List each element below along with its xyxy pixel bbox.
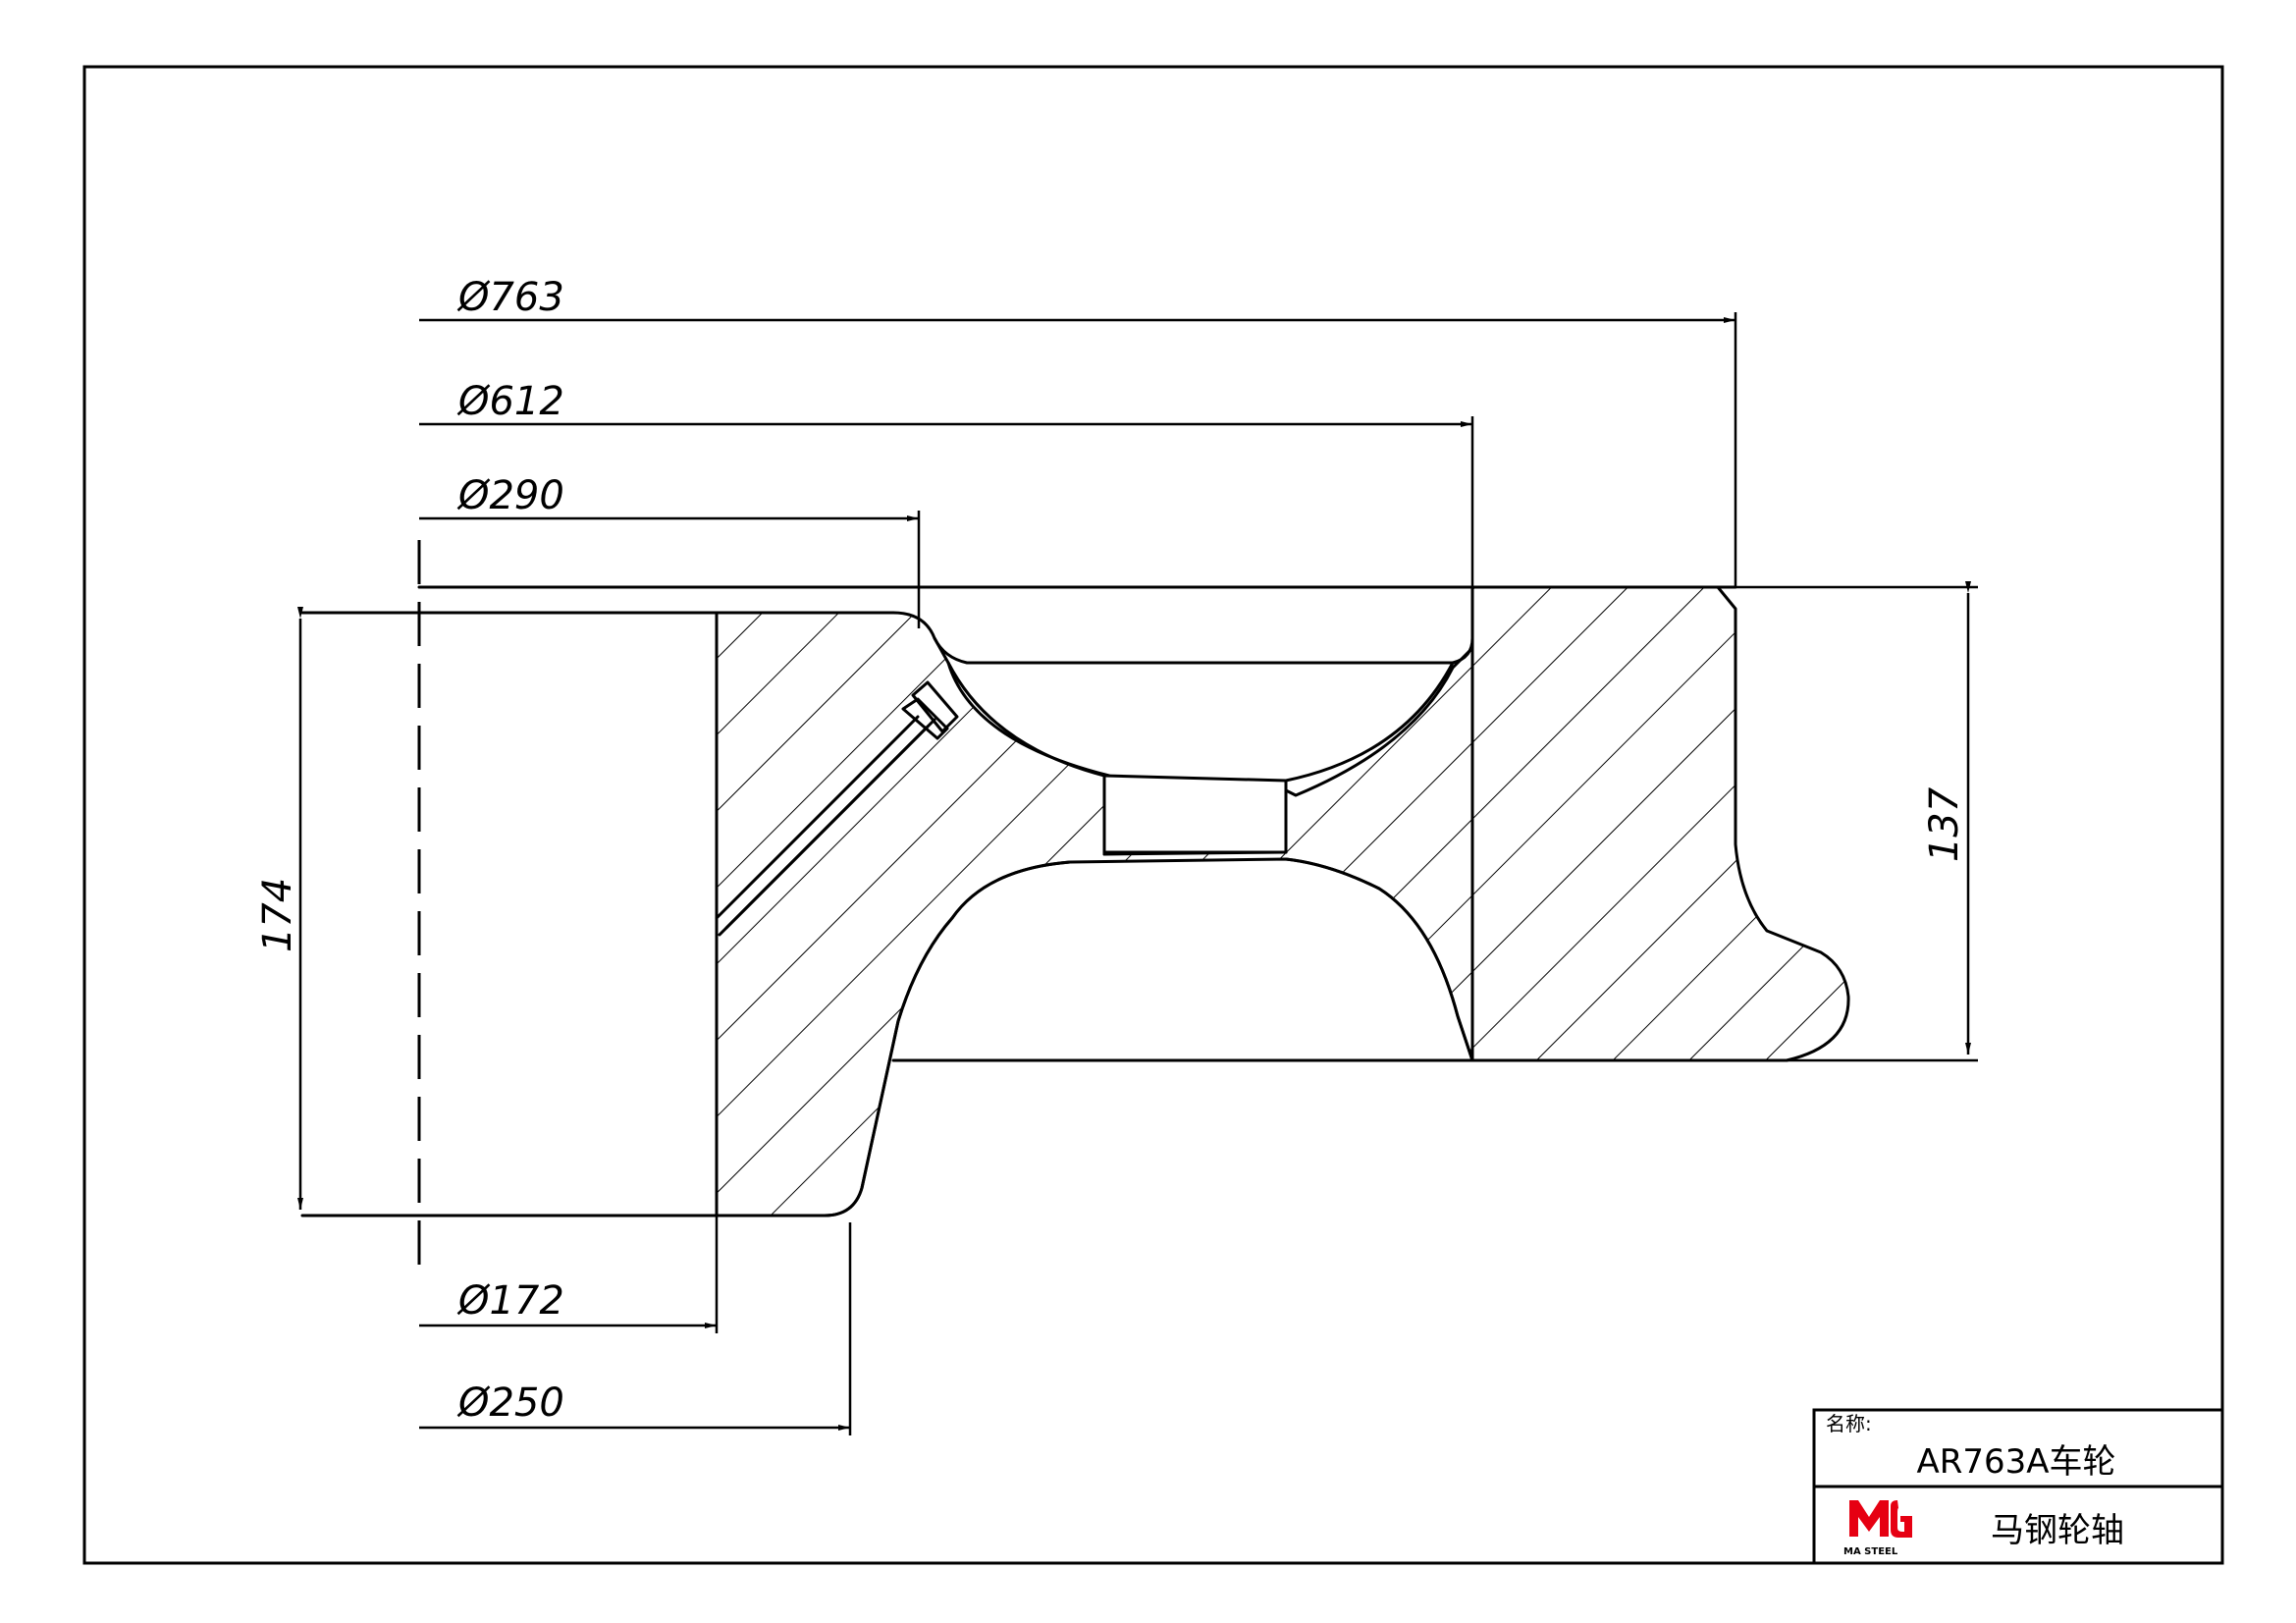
drawing-frame [82, 65, 2224, 1565]
section-hatch [715, 585, 1850, 1217]
dim-d172: Ø172 [456, 1278, 564, 1324]
masteel-logo: MA STEEL [1843, 1500, 1912, 1557]
wheel-outline [300, 585, 1789, 1217]
title-block: 名称: AR763A车轮 MA STEEL 马钢轮轴 [1812, 1408, 2224, 1565]
part-name: AR763A车轮 [1916, 1442, 2115, 1482]
logo-text: MA STEEL [1843, 1546, 1898, 1557]
dim-d763: Ø763 [456, 275, 564, 320]
hub-section [715, 611, 1474, 1217]
dim-h137: 137 [1922, 786, 1967, 862]
rim-section [1470, 585, 1850, 1062]
company-name: 马钢轮轴 [1991, 1511, 2124, 1550]
name-label: 名称: [1826, 1412, 1872, 1435]
dimension-lines [297, 312, 1978, 1435]
dim-d250: Ø250 [456, 1380, 564, 1426]
dim-d612: Ø612 [456, 379, 564, 424]
dim-h174: 174 [255, 878, 300, 952]
dim-d290: Ø290 [456, 473, 564, 518]
dimension-labels: Ø763 Ø612 Ø290 Ø172 Ø250 174 137 [255, 275, 1967, 1426]
